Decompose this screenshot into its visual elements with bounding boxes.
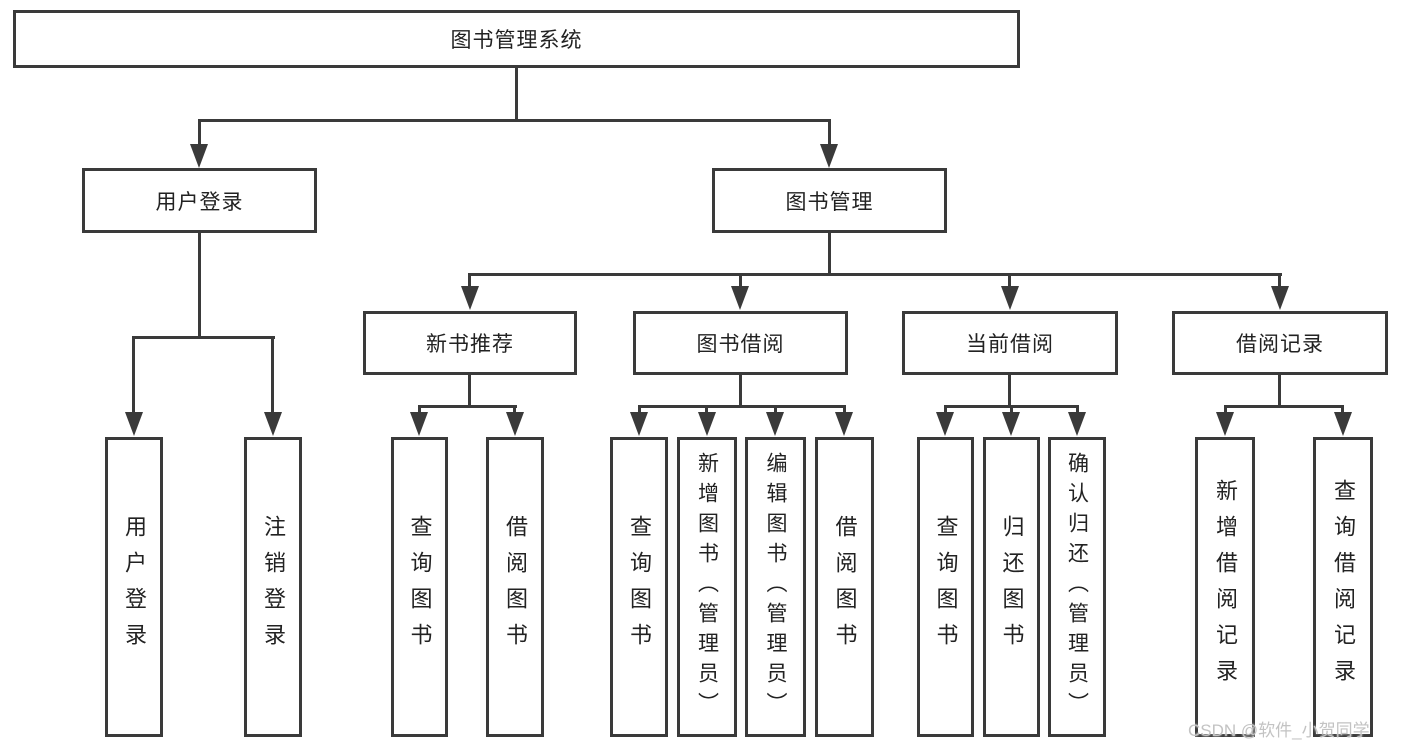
node-current-borrowing: 当前借阅 [902,311,1118,375]
node-new-book-recommendation: 新书推荐 [363,311,577,375]
leaf-add-books-admin-label: 新增图书（管理员） [695,452,719,722]
connector-line [828,119,831,147]
arrowhead-down-icon [1334,412,1352,436]
arrowhead-down-icon [1216,412,1234,436]
connector-line [774,405,777,414]
connector-line [271,336,274,412]
connector-line [418,405,421,414]
leaf-confirm-return-admin: 确认归还（管理员） [1048,437,1106,737]
node-new-book-recommendation-label: 新书推荐 [426,333,514,356]
connector-line [468,273,471,288]
connector-line [828,233,831,274]
connector-line [1010,405,1013,414]
connector-line [515,68,518,120]
connector-line [638,405,846,408]
node-borrowing-records: 借阅记录 [1172,311,1388,375]
leaf-return-books-label: 归还图书 [999,515,1025,659]
leaf-recommend-query-books: 查询图书 [391,437,448,737]
connector-line [513,405,516,414]
connector-line [1008,273,1011,288]
node-current-borrowing-label: 当前借阅 [966,333,1054,356]
leaf-borrowing-query-books: 查询图书 [610,437,668,737]
leaf-borrowing-borrow-books: 借阅图书 [815,437,874,737]
connector-line [1076,405,1079,414]
node-book-management-label: 图书管理 [785,190,874,214]
connector-line [739,375,742,406]
connector-line [132,336,135,412]
arrowhead-down-icon [766,412,784,436]
leaf-add-borrow-record-label: 新增借阅记录 [1213,479,1238,695]
arrowhead-down-icon [1068,412,1086,436]
csdn-watermark: CSDN @软件_小贺同学 [1188,721,1370,740]
node-book-borrowing: 图书借阅 [633,311,848,375]
leaf-borrowing-borrow-books-label: 借阅图书 [832,515,858,659]
leaf-add-borrow-record: 新增借阅记录 [1195,437,1255,737]
arrowhead-down-icon [461,286,479,310]
arrowhead-down-icon [936,412,954,436]
leaf-recommend-borrow-books-label: 借阅图书 [503,515,528,659]
leaf-recommend-query-books-label: 查询图书 [407,515,433,659]
leaf-return-books: 归还图书 [983,437,1040,737]
connector-line [132,336,275,339]
leaf-recommend-borrow-books: 借阅图书 [486,437,544,737]
connector-line [468,375,471,406]
node-book-management: 图书管理 [712,168,947,233]
node-user-login: 用户登录 [82,168,317,233]
connector-line [739,273,742,288]
leaf-logout: 注销登录 [244,437,302,737]
arrowhead-down-icon [1002,412,1020,436]
connector-line [843,405,846,414]
connector-line [705,405,708,414]
leaf-current-query-books: 查询图书 [917,437,974,737]
connector-line [1224,405,1227,414]
leaf-edit-books-admin-label: 编辑图书（管理员） [764,452,787,722]
leaf-borrowing-query-books-label: 查询图书 [627,515,652,659]
leaf-query-borrow-record-label: 查询借阅记录 [1331,479,1356,695]
connector-line [1008,375,1011,406]
connector-line [198,233,201,337]
arrowhead-down-icon [1001,286,1019,310]
node-book-borrowing-label: 图书借阅 [696,333,785,356]
leaf-user-login: 用户登录 [105,437,163,737]
leaf-logout-label: 注销登录 [261,515,286,659]
connector-line [418,405,517,408]
connector-line [198,119,201,147]
arrowhead-down-icon [190,144,208,168]
arrowhead-down-icon [731,286,749,310]
connector-line [1341,405,1344,414]
arrowhead-down-icon [506,412,524,436]
leaf-add-books-admin: 新增图书（管理员） [677,437,737,737]
node-borrowing-records-label: 借阅记录 [1236,333,1324,356]
arrowhead-down-icon [630,412,648,436]
leaf-edit-books-admin: 编辑图书（管理员） [745,437,806,737]
arrowhead-down-icon [820,144,838,168]
connector-line [468,273,1282,276]
leaf-user-login-label: 用户登录 [122,515,147,659]
node-user-login-label: 用户登录 [155,190,244,214]
connector-line [1278,273,1281,288]
connector-line [1224,405,1344,408]
connector-line [638,405,641,414]
arrowhead-down-icon [835,412,853,436]
arrowhead-down-icon [1271,286,1289,310]
arrowhead-down-icon [264,412,282,436]
node-root-label: 图书管理系统 [450,29,583,52]
arrowhead-down-icon [698,412,716,436]
leaf-query-borrow-record: 查询借阅记录 [1313,437,1373,737]
connector-line [944,405,947,414]
connector-line [1278,375,1281,406]
arrowhead-down-icon [125,412,143,436]
arrowhead-down-icon [410,412,428,436]
connector-line [198,119,831,122]
node-root: 图书管理系统 [13,10,1020,68]
leaf-current-query-books-label: 查询图书 [933,515,959,659]
leaf-confirm-return-admin-label: 确认归还（管理员） [1065,452,1089,722]
